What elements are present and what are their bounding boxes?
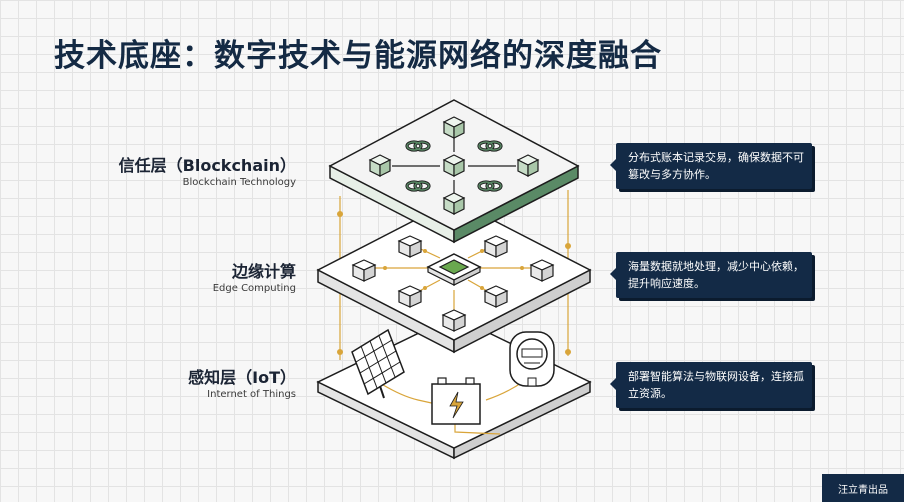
page-title: 技术底座：数字技术与能源网络的深度融合: [54, 38, 662, 74]
layer-title: 边缘计算: [231, 262, 296, 281]
cube-icon: [443, 192, 465, 215]
server-node-icon: [398, 235, 422, 258]
cube-icon: [369, 154, 391, 177]
layer-title: 感知层（IoT）: [188, 368, 296, 387]
battery-icon: [431, 377, 481, 425]
cube-icon: [443, 116, 465, 139]
edge-callout: 海量数据就地处理，减少中心依赖，提升响应速度。: [610, 252, 812, 298]
edge-layer-label: 边缘计算 Edge Computing: [213, 258, 296, 294]
server-node-icon: [530, 259, 554, 282]
iot-callout: 部署智能算法与物联网设备，连接孤立资源。: [610, 362, 812, 408]
connector-dots: [337, 211, 571, 355]
cube-icon: [517, 154, 539, 177]
cube-icon: [443, 154, 465, 177]
solar-panel-icon: [351, 328, 405, 399]
layer-subtitle: Edge Computing: [212, 283, 296, 294]
smart-meter-icon: [509, 331, 555, 387]
server-node-icon: [352, 259, 376, 282]
author-badge: 汪立青出品: [822, 474, 904, 502]
server-node-icon: [484, 235, 508, 258]
server-node-icon: [398, 285, 422, 308]
server-node-icon: [484, 285, 508, 308]
processor-chip-icon: [426, 253, 482, 286]
blockchain-callout: 分布式账本记录交易，确保数据不可篡改与多方协作。: [610, 143, 812, 189]
edge-plate: [316, 199, 592, 354]
layer-subtitle: Blockchain Technology: [182, 177, 296, 188]
server-node-icon: [442, 309, 466, 332]
blockchain-layer-label: 信任层（Blockchain） Blockchain Technology: [119, 152, 296, 188]
layer-subtitle: Internet of Things: [207, 389, 296, 400]
layer-title: 信任层（Blockchain）: [118, 156, 296, 175]
iot-layer-label: 感知层（IoT） Internet of Things: [188, 364, 296, 400]
